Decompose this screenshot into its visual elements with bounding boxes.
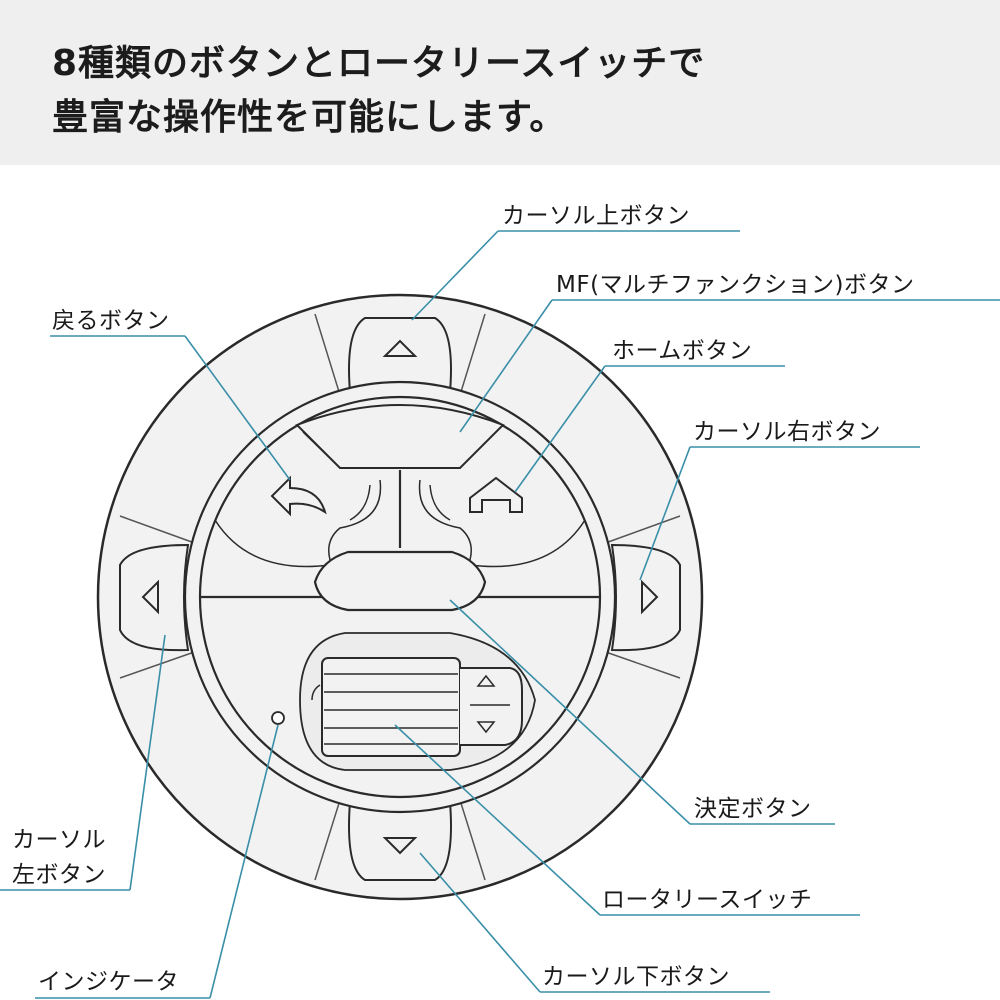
cursor-right-button[interactable]: [610, 543, 681, 652]
headline-line-1: 8種類のボタンとロータリースイッチで: [52, 43, 706, 84]
label-indicator: インジケータ: [38, 969, 179, 995]
mf-button[interactable]: [295, 404, 505, 469]
label-mf-button: MF(マルチファンクション)ボタン: [556, 272, 915, 298]
cursor-left-button[interactable]: [119, 543, 190, 652]
label-cursor-left-line2: 左ボタン: [12, 862, 106, 888]
rotary-up-icon: [476, 674, 496, 687]
leader-lines: [0, 230, 1000, 999]
button-contours: [214, 479, 586, 568]
enter-button[interactable]: [313, 550, 487, 612]
label-rotary-switch: ロータリースイッチ: [602, 887, 813, 913]
rotary-down-icon: [476, 721, 496, 734]
outer-ring-segments: [119, 313, 681, 881]
arrow-left-icon: [141, 579, 159, 615]
back-arrow-icon: [270, 475, 327, 517]
mf-button-edge: [302, 431, 341, 469]
label-cursor-down: カーソル下ボタン: [542, 964, 730, 990]
label-cursor-left-line1: カーソル: [12, 827, 106, 853]
label-cursor-up: カーソル上ボタン: [502, 203, 690, 229]
cursor-down-button[interactable]: [348, 800, 452, 881]
indicator-light: [271, 711, 285, 725]
label-home-button: ホームボタン: [612, 338, 753, 364]
header-banner: 8種類のボタンとロータリースイッチで 豊富な操作性を可能にします。: [0, 0, 1000, 165]
headline-line-2: 豊富な操作性を可能にします。: [52, 97, 567, 138]
arrow-right-icon: [641, 579, 659, 615]
recess-edge: [311, 684, 321, 701]
label-back-button: 戻るボタン: [52, 308, 170, 334]
rotary-switch[interactable]: [321, 657, 523, 757]
arrow-up-icon: [382, 339, 418, 357]
arrow-down-icon: [382, 837, 418, 855]
label-cursor-right: カーソル右ボタン: [693, 419, 881, 445]
home-icon: [469, 476, 523, 513]
label-enter-button: 決定ボタン: [694, 796, 812, 822]
